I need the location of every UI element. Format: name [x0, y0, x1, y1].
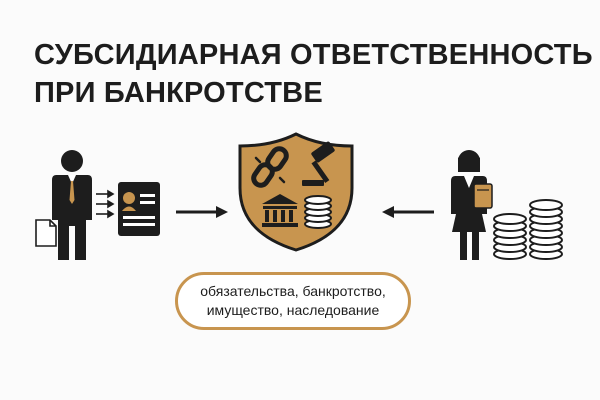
coin-stack-icon [304, 195, 332, 229]
gavel-icon [302, 141, 335, 186]
small-arrows-icon [96, 189, 115, 219]
coin-stack-icon [493, 199, 563, 260]
arrow-right-icon [176, 206, 228, 218]
folder-icon [473, 183, 493, 209]
broken-chain-icon [251, 146, 289, 188]
title-line-2: ПРИ БАНКРОТСТВЕ [34, 77, 323, 109]
shield-icon [238, 132, 354, 252]
left-group [35, 150, 160, 260]
page-title: СУБСИДИАРНАЯ ОТВЕТСТВЕННОСТЬ ПРИ БАНКРОТ… [34, 36, 593, 112]
bank-icon [262, 194, 298, 227]
caption-pill: обязательства, банкротство, имущество, н… [175, 272, 411, 330]
businesswoman-icon [451, 150, 487, 260]
caption-line-1: обязательства, банкротство, [200, 283, 386, 299]
caption-line-2: имущество, наследование [206, 302, 380, 318]
center-group [238, 132, 354, 252]
right-group [451, 150, 563, 260]
businessman-icon [52, 150, 92, 260]
arrow-left-icon [382, 206, 434, 218]
document-icon [35, 219, 57, 247]
profile-card-icon [118, 182, 160, 236]
title-line-1: СУБСИДИАРНАЯ ОТВЕТСТВЕННОСТЬ [34, 39, 593, 71]
